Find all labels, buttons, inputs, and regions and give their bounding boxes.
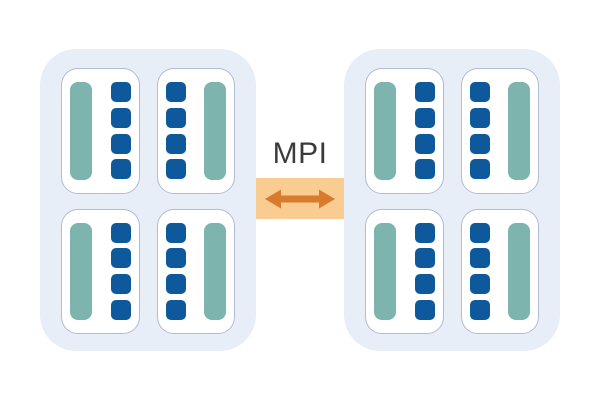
core xyxy=(469,299,490,320)
memory-bar xyxy=(70,222,92,320)
core xyxy=(469,107,490,128)
core xyxy=(110,222,131,243)
core xyxy=(110,107,131,128)
bidirectional-arrow-icon xyxy=(265,189,335,208)
compute-node-right xyxy=(344,49,560,351)
core xyxy=(165,299,186,320)
memory-bar xyxy=(204,222,226,320)
core xyxy=(469,133,490,154)
core-column xyxy=(165,222,186,321)
core xyxy=(414,107,435,128)
core xyxy=(165,159,186,180)
core-column xyxy=(110,82,131,180)
core xyxy=(469,222,490,243)
core xyxy=(165,222,186,243)
core-column xyxy=(469,222,490,321)
core xyxy=(110,82,131,102)
core xyxy=(414,248,435,269)
socket xyxy=(365,208,444,334)
core xyxy=(414,274,435,295)
socket xyxy=(156,208,235,334)
core xyxy=(165,274,186,295)
core-column xyxy=(414,222,435,321)
memory-bar xyxy=(508,82,530,180)
mpi-link-box xyxy=(256,178,344,219)
core xyxy=(469,274,490,295)
memory-bar xyxy=(374,222,396,320)
core xyxy=(165,82,186,102)
socket xyxy=(61,208,140,334)
core-column xyxy=(110,222,131,321)
mpi-link: MPI xyxy=(256,139,344,219)
socket xyxy=(61,68,140,194)
core xyxy=(469,82,490,102)
core xyxy=(414,133,435,154)
mpi-label: MPI xyxy=(272,137,328,170)
core xyxy=(414,159,435,180)
core-column xyxy=(469,82,490,180)
core xyxy=(469,159,490,180)
core xyxy=(110,159,131,180)
core xyxy=(110,299,131,320)
core xyxy=(165,133,186,154)
core-column xyxy=(165,82,186,180)
memory-bar xyxy=(204,82,226,180)
core xyxy=(110,248,131,269)
compute-node-left xyxy=(40,49,256,351)
memory-bar xyxy=(374,82,396,180)
core xyxy=(414,222,435,243)
core xyxy=(414,82,435,102)
memory-bar xyxy=(508,222,530,320)
socket xyxy=(156,68,235,194)
core xyxy=(110,133,131,154)
core-column xyxy=(414,82,435,180)
memory-bar xyxy=(70,82,92,180)
socket xyxy=(460,68,539,194)
core xyxy=(110,274,131,295)
core xyxy=(165,248,186,269)
core xyxy=(469,248,490,269)
socket xyxy=(365,68,444,194)
socket xyxy=(460,208,539,334)
core xyxy=(414,299,435,320)
core xyxy=(165,107,186,128)
